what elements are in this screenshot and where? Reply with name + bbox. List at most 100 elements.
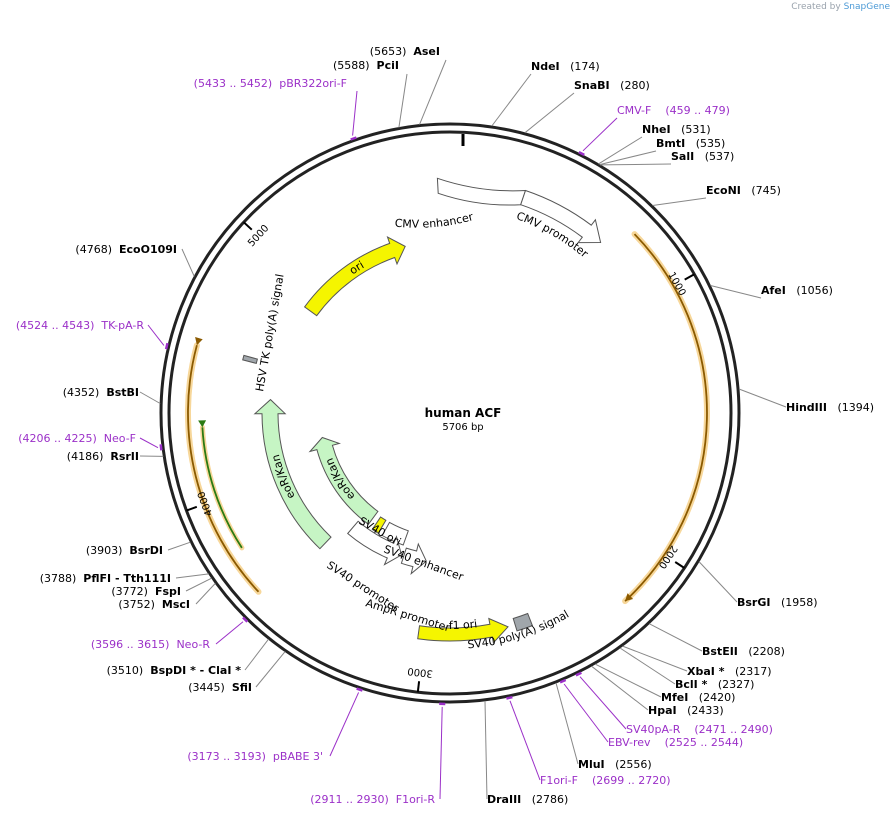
primer-label: (2911 .. 2930) F1ori-R: [310, 793, 435, 806]
site-name: PflFI - Tth111I: [83, 572, 171, 585]
primer-site-mark: [159, 444, 163, 451]
site-position: (5653): [370, 45, 407, 58]
site-name: AfeI: [761, 284, 786, 297]
primer-name: EBV-rev: [608, 736, 651, 749]
site-leader-line: [599, 150, 657, 166]
site-name: MscI: [162, 598, 190, 611]
site-name: RsrII: [110, 450, 139, 463]
site-leader-line: [175, 573, 209, 579]
site-leader-line: [484, 700, 488, 800]
site-label: (4186) RsrII: [67, 450, 139, 463]
primer-leader-line: [582, 117, 618, 152]
orf-cds-forward-glow: [622, 231, 710, 605]
primer-label: F1ori-F (2699 .. 2720): [540, 774, 671, 787]
site-leader-line: [698, 561, 738, 603]
site-label: MfeI (2420): [661, 691, 735, 704]
site-position: (280): [620, 79, 650, 92]
site-position: (5588): [333, 59, 370, 72]
site-leader-line: [255, 651, 286, 688]
site-name: DraIII: [487, 793, 521, 806]
site-label: XbaI * (2317): [687, 665, 772, 678]
site-label: (3510) BspDI * - ClaI *: [107, 664, 242, 677]
primer-name: TK-pA-R: [100, 319, 144, 332]
primer-name: pBR322ori-F: [279, 77, 347, 90]
site-name: SnaBI: [574, 79, 610, 92]
primer-name: SV40pA-R: [626, 723, 681, 736]
site-position: (2317): [735, 665, 772, 678]
feature-label-f1-ori: f1 ori: [449, 617, 478, 632]
primer-leader-line: [509, 700, 541, 781]
site-label: EcoNI (745): [706, 184, 781, 197]
site-position: (3903): [86, 544, 123, 557]
site-label: SnaBI (280): [574, 79, 650, 92]
primer-leader-line: [579, 676, 627, 730]
site-label: HpaI (2433): [648, 704, 724, 717]
primer-label: (3173 .. 3193) pBABE 3': [187, 750, 323, 763]
site-position: (1394): [837, 401, 874, 414]
site-position: (2433): [687, 704, 724, 717]
primer-range: (4206 .. 4225): [18, 432, 97, 445]
feature-sv40-ori-box: [371, 516, 387, 534]
primer-site-mark: [164, 342, 169, 350]
site-leader-line: [244, 638, 269, 671]
site-name: MluI: [578, 758, 605, 771]
site-position: (3772): [111, 585, 148, 598]
primer-label: EBV-rev (2525 .. 2544): [608, 736, 743, 749]
feature-label-sv40-enhancer: SV40 enhancer: [382, 543, 466, 584]
site-name: BsrGI: [737, 596, 770, 609]
snapgene-credit: Created by SnapGene: [791, 2, 890, 12]
site-label: MluI (2556): [578, 758, 652, 771]
primer-leader-line: [439, 706, 443, 800]
site-leader-line: [598, 136, 643, 165]
orf-layer: [184, 231, 710, 605]
site-label: (3788) PflFI - Tth111I: [40, 572, 171, 585]
site-leader-line: [619, 647, 676, 685]
site-leader-line: [710, 285, 762, 299]
site-name: EcoO109I: [119, 243, 177, 256]
primer-name: Neo-F: [104, 432, 136, 445]
primer-label: CMV-F (459 .. 479): [617, 104, 730, 117]
site-position: (174): [570, 60, 600, 73]
plasmid-length: 5706 bp: [442, 422, 483, 433]
site-leader-line: [600, 163, 672, 166]
primer-range: (2699 .. 2720): [592, 774, 671, 787]
site-name: NdeI: [531, 60, 560, 73]
feature-label-cmv-enhancer: CMV enhancer: [394, 210, 475, 231]
leader-layer: [139, 59, 787, 800]
site-leader-line: [555, 682, 579, 765]
site-position: (1958): [781, 596, 818, 609]
orf-cds-forward-arrowhead: [625, 593, 634, 602]
feature-sv40-polya-box: [512, 612, 534, 632]
primer-range: (2911 .. 2930): [310, 793, 389, 806]
site-position: (4768): [75, 243, 112, 256]
site-name: BsrDI: [129, 544, 163, 557]
feature-f1-ori-arrow: [417, 617, 509, 644]
site-position: (3510): [107, 664, 144, 677]
site-name: SfiI: [232, 681, 252, 694]
tick-label: 2000: [656, 543, 679, 570]
backbone: [159, 122, 741, 704]
tick-label: 4000: [196, 490, 215, 518]
feature-cmv-enhancer-box: [436, 177, 527, 206]
feature-label-ampr-promoter: AmpR promoter: [364, 596, 452, 634]
site-position: (3788): [40, 572, 77, 585]
feature-sv40-promoter-arrow: [346, 520, 403, 566]
primer-label: (4524 .. 4543) TK-pA-R: [16, 319, 145, 332]
site-leader-line: [181, 248, 195, 277]
orf-neo-reverse: [201, 427, 243, 549]
primer-range: (3173 .. 3193): [187, 750, 266, 763]
primer-label: (3596 .. 3615) Neo-R: [91, 638, 210, 651]
primer-leader-line: [329, 692, 360, 757]
site-label: HindIII (1394): [786, 401, 874, 414]
site-name: BclI *: [675, 678, 708, 691]
site-position: (2327): [718, 678, 755, 691]
site-label: NheI (531): [642, 123, 711, 136]
feature-hsv-tk-polya-box: [242, 354, 259, 365]
site-name: PciI: [377, 59, 399, 72]
site-name: AseI: [413, 45, 440, 58]
primer-range: (2525 .. 2544): [665, 736, 744, 749]
site-label: (4352) BstBI: [63, 386, 139, 399]
site-leader-line: [167, 541, 191, 551]
primer-site-mark: [506, 695, 513, 700]
backbone-inner-strand: [167, 130, 733, 696]
